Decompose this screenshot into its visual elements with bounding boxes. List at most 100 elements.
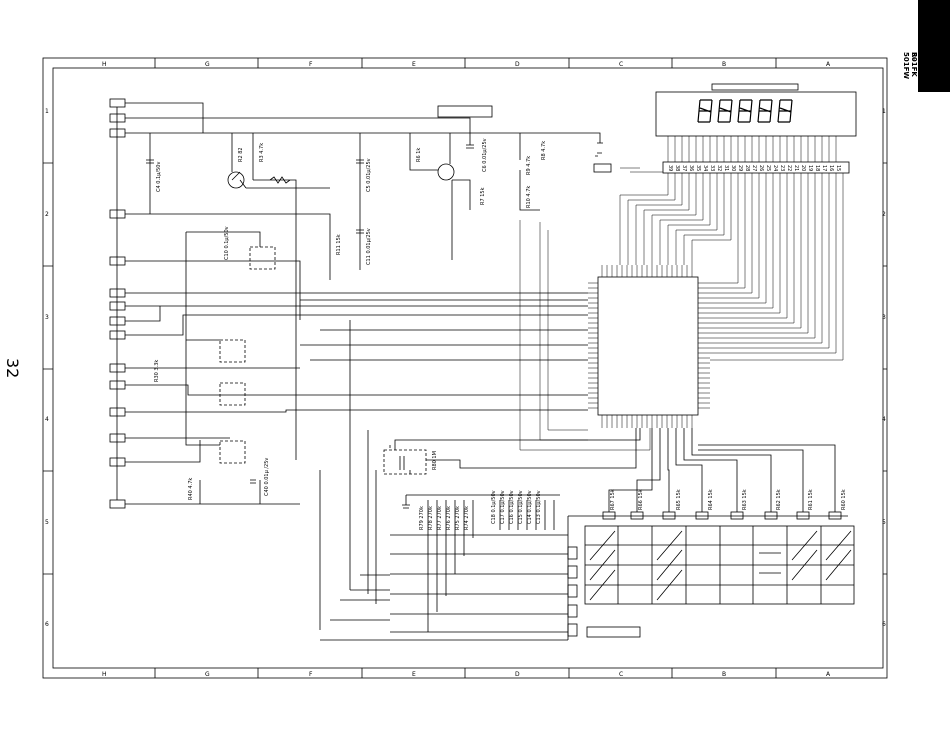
mcu-chip bbox=[597, 276, 699, 416]
label-r61: R61 15k bbox=[808, 489, 814, 510]
pin-30: 30 bbox=[730, 165, 736, 171]
display-pin-numbers: 39 38 37 36 35 34 33 32 31 30 29 28 27 2… bbox=[667, 165, 841, 171]
label-r2: R2 82 bbox=[238, 147, 244, 162]
row-label-1: 1 bbox=[45, 108, 49, 115]
row-label-2-right: 2 bbox=[882, 211, 886, 218]
col-label-c-bottom: C bbox=[619, 671, 623, 678]
row-label-5: 5 bbox=[45, 519, 49, 526]
label-r7: R7 15k bbox=[480, 187, 486, 205]
label-r8: R8 4.7k bbox=[541, 141, 547, 160]
row-label-4: 4 bbox=[45, 416, 49, 423]
col-label-g: G bbox=[205, 61, 210, 68]
label-r60: R60 15k bbox=[841, 489, 847, 510]
col-label-c: C bbox=[619, 61, 623, 68]
label-c17: C17 0.1μ/50v bbox=[500, 490, 506, 524]
label-r66: R66 15k bbox=[638, 489, 644, 510]
label-c4: C4 0.1μ/50v bbox=[156, 162, 162, 192]
pin-20: 20 bbox=[800, 165, 806, 171]
col-label-e-bottom: E bbox=[412, 671, 416, 678]
segment-resistors bbox=[567, 428, 848, 640]
pin-21: 21 bbox=[793, 165, 799, 171]
label-r76: R76 270k bbox=[446, 506, 452, 530]
label-r79: R79 270k bbox=[419, 506, 425, 530]
label-r75: R75 270k bbox=[455, 506, 461, 530]
model-labels: R-501FK R-501FW bbox=[902, 52, 932, 112]
row-label-1-right: 1 bbox=[882, 108, 886, 115]
pin-35: 35 bbox=[695, 165, 701, 171]
display-label-box bbox=[711, 83, 799, 91]
key-connector bbox=[319, 320, 578, 641]
label-r30: R30 3.3k bbox=[154, 360, 160, 382]
col-label-d: D bbox=[515, 61, 520, 68]
column-labels-bottom: H G F E D C B A bbox=[102, 671, 831, 678]
col-label-b-bottom: B bbox=[722, 671, 726, 678]
col-label-f: F bbox=[309, 61, 313, 68]
display-digits bbox=[697, 99, 793, 123]
col-label-h-bottom: H bbox=[102, 671, 107, 678]
label-r6: R6 1k bbox=[416, 148, 422, 162]
label-c11: C11 0.01μ/25v bbox=[366, 228, 372, 265]
label-r65: R65 15k bbox=[676, 489, 682, 510]
pin-27: 27 bbox=[751, 165, 757, 171]
col-label-g-bottom: G bbox=[205, 671, 210, 678]
column-labels-top: H G F E D C B A bbox=[102, 61, 831, 68]
label-r3: R3 4.7k bbox=[259, 143, 265, 162]
label-c15: C15 0.1μ/50v bbox=[518, 490, 524, 524]
label-r64: R64 15k bbox=[708, 489, 714, 510]
label-c14: C14 0.1μ/50v bbox=[527, 490, 533, 524]
col-label-e: E bbox=[412, 61, 416, 68]
label-r11: R11 15k bbox=[336, 234, 342, 255]
label-r9: R9 4.7k bbox=[526, 156, 532, 175]
row-labels-left: 1 2 3 4 5 6 bbox=[45, 108, 49, 628]
pin-17: 17 bbox=[821, 165, 827, 171]
col-label-a: A bbox=[826, 61, 831, 68]
pin-26: 26 bbox=[758, 165, 764, 171]
row-label-3-right: 3 bbox=[882, 314, 886, 321]
label-r78: R78 270k bbox=[428, 506, 434, 530]
key-label-box bbox=[586, 626, 641, 638]
pin-33: 33 bbox=[709, 165, 715, 171]
pin-29: 29 bbox=[737, 165, 743, 171]
pin-24: 24 bbox=[772, 165, 778, 171]
pin-15: 15 bbox=[835, 165, 841, 171]
label-c10: C10 0.1μ/50v bbox=[224, 226, 230, 260]
pin-31: 31 bbox=[723, 165, 729, 171]
pin-36: 36 bbox=[688, 165, 694, 171]
pin-37: 37 bbox=[681, 165, 687, 171]
label-c16: C16 0.1μ/50v bbox=[509, 490, 515, 524]
pin-19: 19 bbox=[807, 165, 813, 171]
pin-25: 25 bbox=[765, 165, 771, 171]
row-label-5-right: 5 bbox=[882, 519, 886, 526]
row-label-6-right: 6 bbox=[882, 621, 886, 628]
row-labels-right: 1 2 3 4 5 6 bbox=[882, 108, 886, 628]
label-c5: C5 0.01μ/25v bbox=[366, 158, 372, 192]
col-label-b: B bbox=[722, 61, 726, 68]
row-label-2: 2 bbox=[45, 211, 49, 218]
label-c6: C6 0.01μ/25v bbox=[482, 138, 488, 172]
col-label-d-bottom: D bbox=[515, 671, 520, 678]
label-r74: R74 270k bbox=[464, 506, 470, 530]
label-r80: R80 1M bbox=[432, 451, 438, 470]
pin-28: 28 bbox=[744, 165, 750, 171]
pin-32: 32 bbox=[716, 165, 722, 171]
label-r67: R67 15k bbox=[610, 489, 616, 510]
col-label-f-bottom: F bbox=[309, 671, 313, 678]
col-label-a-bottom: A bbox=[826, 671, 831, 678]
label-c13: C13 0.1μ/50v bbox=[536, 490, 542, 524]
display-connector bbox=[662, 161, 850, 174]
pin-18: 18 bbox=[814, 165, 820, 171]
left-connector bbox=[109, 98, 126, 509]
model-label-fw: R-501FW bbox=[902, 52, 918, 80]
pin-23: 23 bbox=[779, 165, 785, 171]
pin-16: 16 bbox=[828, 165, 834, 171]
inner-frame bbox=[52, 67, 884, 669]
vfd-display bbox=[655, 91, 857, 137]
pin-22: 22 bbox=[786, 165, 792, 171]
label-r40: R40 4.7k bbox=[188, 478, 194, 500]
pin-39: 39 bbox=[667, 165, 673, 171]
top-label-box bbox=[437, 105, 493, 118]
row-label-6: 6 bbox=[45, 621, 49, 628]
col-label-h: H bbox=[102, 61, 107, 68]
pin-34: 34 bbox=[702, 165, 708, 171]
